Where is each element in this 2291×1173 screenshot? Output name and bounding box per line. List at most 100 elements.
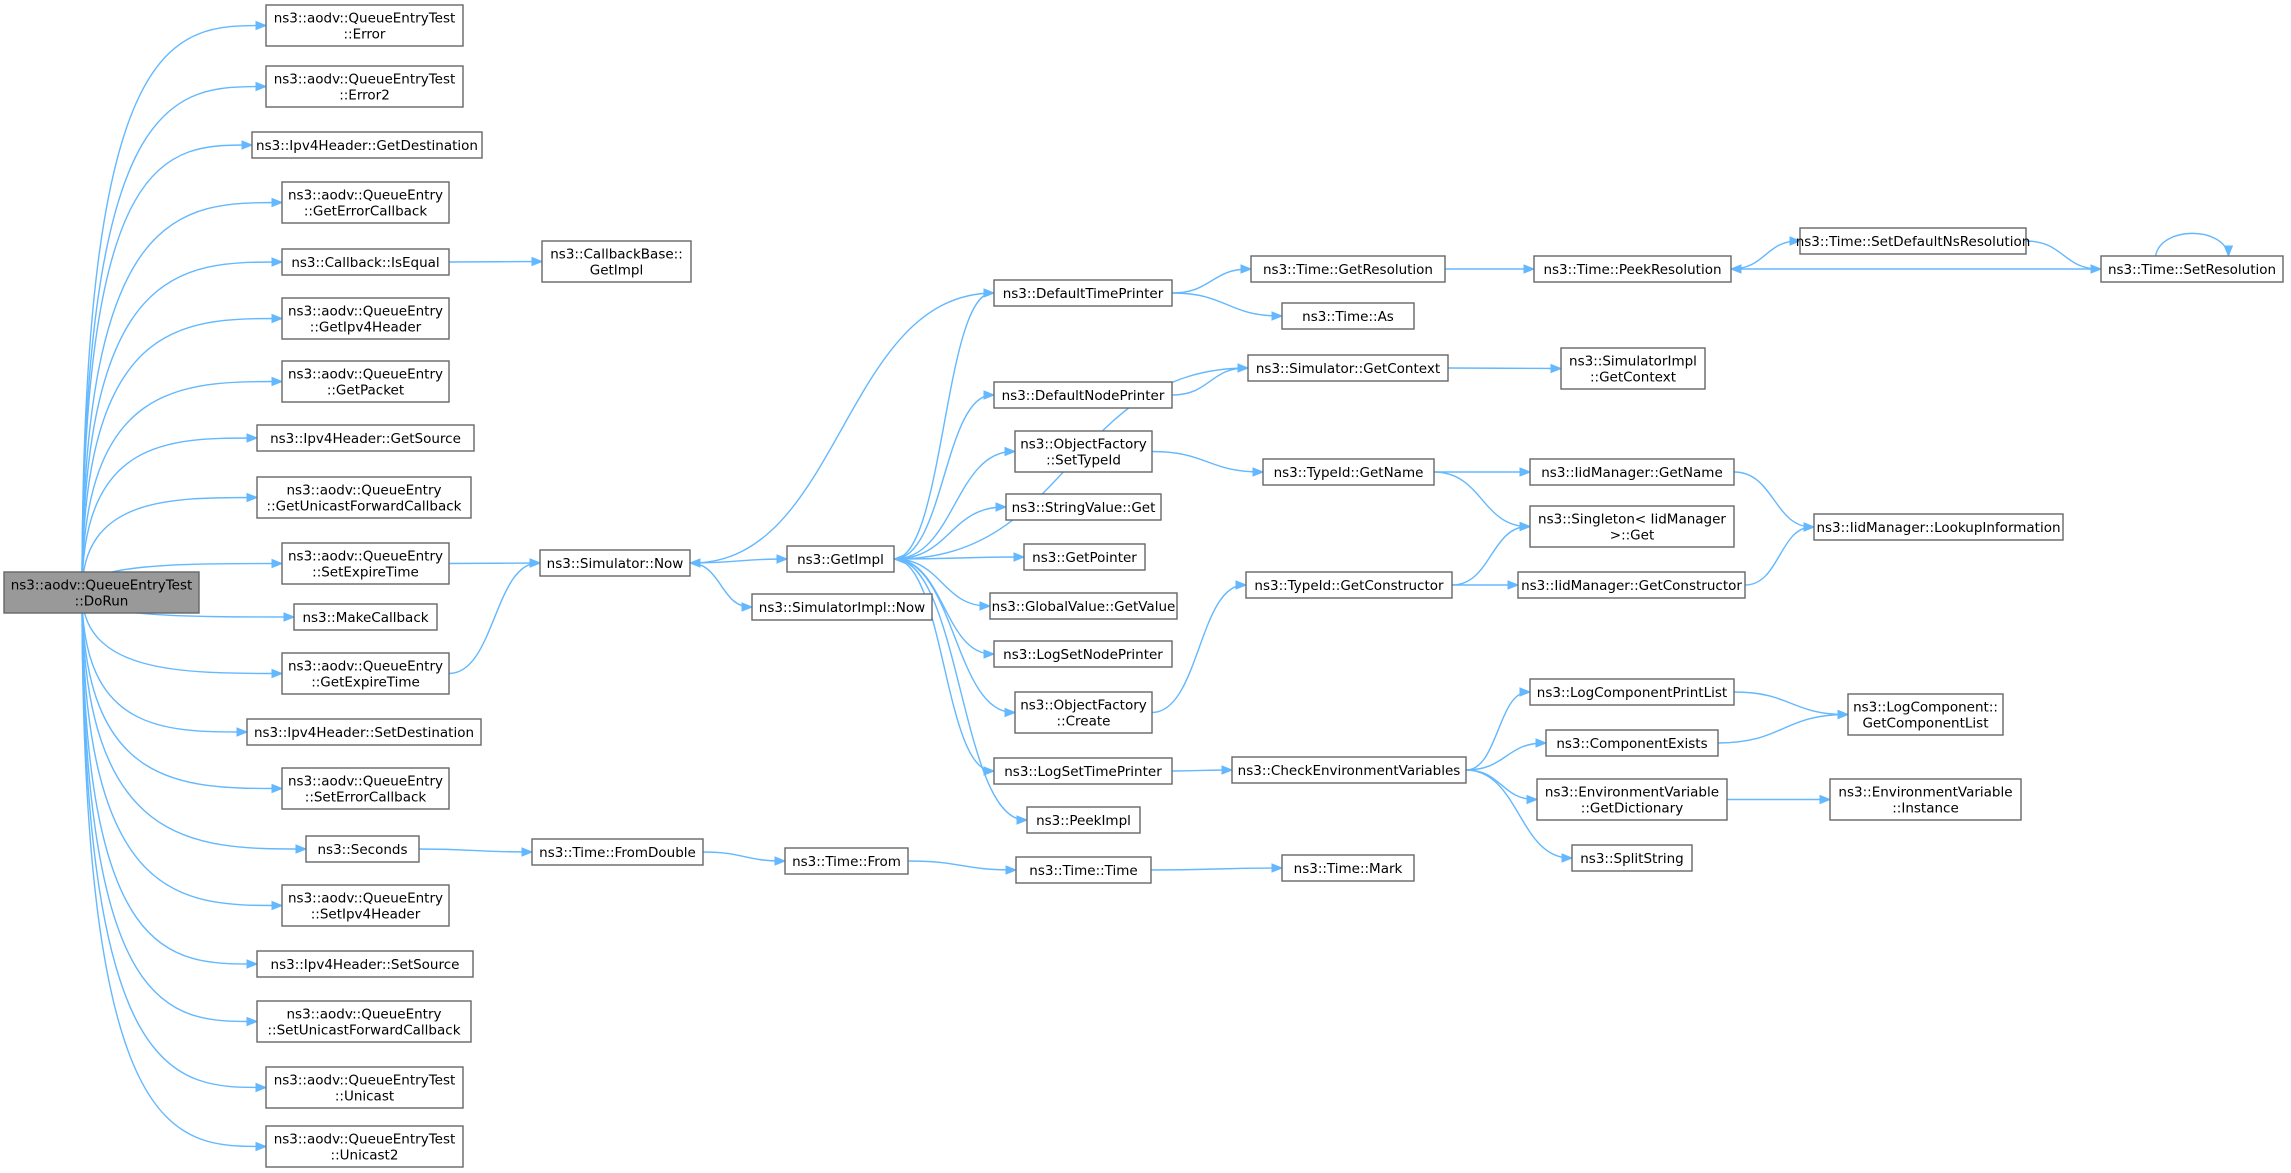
edge-of-settypeid-to-typeid-getname: [1151, 450, 1265, 477]
node-ipv4-setdest[interactable]: ns3::Ipv4Header::SetDestination: [246, 718, 482, 746]
node-root[interactable]: ns3::aodv::QueueEntryTest::DoRun: [3, 571, 200, 614]
node-time-setres[interactable]: ns3::Time::SetResolution: [2100, 255, 2284, 283]
node-makecb[interactable]: ns3::MakeCallback: [293, 603, 438, 631]
node-time-peekres[interactable]: ns3::Time::PeekResolution: [1533, 255, 1732, 283]
node-qe-getucb[interactable]: ns3::aodv::QueueEntry::GetUnicastForward…: [256, 476, 472, 519]
node-seconds[interactable]: ns3::Seconds: [305, 835, 420, 863]
node-time-fromdouble[interactable]: ns3::Time::FromDouble: [531, 838, 704, 866]
node-deftimeprinter[interactable]: ns3::DefaultTimePrinter: [993, 279, 1173, 307]
node-logsettimeprinter[interactable]: ns3::LogSetTimePrinter: [993, 757, 1173, 785]
edge-line: [893, 558, 989, 607]
node-label-line: ns3::Ipv4Header::SetSource: [271, 957, 460, 973]
node-qe-getpacket[interactable]: ns3::aodv::QueueEntry::GetPacket: [281, 360, 450, 403]
node-logsetnodeprinter[interactable]: ns3::LogSetNodePrinter: [993, 640, 1173, 668]
arrowhead-icon: [1519, 467, 1532, 477]
edge-root-to-qe-seterrcb: [81, 592, 284, 794]
node-qet-unicast2[interactable]: ns3::aodv::QueueEntryTest::Unicast2: [265, 1125, 464, 1168]
node-time-setdefns[interactable]: ns3::Time::SetDefaultNsResolution: [1796, 227, 2031, 255]
node-cbbase-getimpl[interactable]: ns3::CallbackBase::GetImpl: [541, 240, 692, 283]
node-gv-getvalue[interactable]: ns3::GlobalValue::GetValue: [989, 592, 1178, 620]
node-qet-error[interactable]: ns3::aodv::QueueEntryTest::Error: [265, 4, 464, 47]
node-label-line: >::Get: [1610, 528, 1654, 544]
node-qe-setipv4[interactable]: ns3::aodv::QueueEntry::SetIpv4Header: [281, 884, 450, 927]
node-stringvalue-get[interactable]: ns3::StringValue::Get: [1005, 493, 1162, 521]
arrowhead-icon: [271, 668, 284, 679]
node-splitstring[interactable]: ns3::SplitString: [1571, 844, 1693, 872]
node-time-getres[interactable]: ns3::Time::GetResolution: [1250, 255, 1446, 283]
node-box: [281, 248, 450, 276]
edge-line: [907, 860, 1015, 871]
node-label-line: ns3::MakeCallback: [302, 610, 428, 626]
node-box: [256, 424, 475, 452]
edge-line: [81, 592, 256, 965]
node-label-line: ::GetExpireTime: [311, 675, 420, 691]
arrowhead-icon: [271, 257, 284, 267]
edge-line: [893, 506, 1005, 560]
node-typeid-getctor[interactable]: ns3::TypeId::GetConstructor: [1245, 571, 1453, 599]
node-simimpl-now[interactable]: ns3::SimulatorImpl::Now: [751, 593, 933, 621]
node-box: [251, 131, 483, 159]
node-qe-seterrcb[interactable]: ns3::aodv::QueueEntry::SetErrorCallback: [281, 767, 450, 810]
node-qe-setucb[interactable]: ns3::aodv::QueueEntry::SetUnicastForward…: [256, 1000, 472, 1043]
node-compexists[interactable]: ns3::ComponentExists: [1545, 729, 1719, 757]
node-envvar-instance[interactable]: ns3::EnvironmentVariable::Instance: [1829, 778, 2022, 821]
node-checkenv[interactable]: ns3::CheckEnvironmentVariables: [1231, 756, 1467, 784]
node-of-create[interactable]: ns3::ObjectFactory::Create: [1014, 691, 1153, 734]
node-time-as[interactable]: ns3::Time::As: [1281, 302, 1415, 330]
node-ipv4-getsrc[interactable]: ns3::Ipv4Header::GetSource: [256, 424, 475, 452]
node-singleton-get[interactable]: ns3::Singleton< IidManager>::Get: [1529, 505, 1735, 548]
edge-time-getres-to-time-peekres: [1445, 264, 1536, 274]
edge-typeid-getname-to-iid-getname: [1434, 467, 1532, 477]
node-defnodeprinter[interactable]: ns3::DefaultNodePrinter: [993, 381, 1173, 409]
node-time-from[interactable]: ns3::Time::From: [784, 847, 909, 875]
edge-line: [893, 394, 993, 560]
arrowhead-icon: [241, 140, 254, 150]
node-iid-getname[interactable]: ns3::IidManager::GetName: [1529, 458, 1735, 486]
node-box: [246, 718, 482, 746]
arrowhead-icon: [246, 433, 259, 443]
node-box: [281, 181, 450, 224]
node-qe-getexp[interactable]: ns3::aodv::QueueEntry::GetExpireTime: [281, 652, 450, 695]
node-logcompprintlist[interactable]: ns3::LogComponentPrintList: [1529, 678, 1735, 706]
node-label-line: ns3::StringValue::Get: [1012, 500, 1156, 516]
node-ipv4-getdest[interactable]: ns3::Ipv4Header::GetDestination: [251, 131, 483, 159]
edge-line: [893, 558, 1014, 714]
node-iid-getctor[interactable]: ns3::IidManager::GetConstructor: [1517, 571, 1746, 599]
node-qe-setexp[interactable]: ns3::aodv::QueueEntry::SetExpireTime: [281, 542, 450, 585]
edge-root-to-qe-setucb: [81, 592, 259, 1027]
node-qe-geterrcb[interactable]: ns3::aodv::QueueEntry::GetErrorCallback: [281, 181, 450, 224]
node-peekimpl[interactable]: ns3::PeekImpl: [1026, 806, 1141, 834]
node-label-line: ns3::LogSetNodePrinter: [1003, 647, 1163, 663]
node-box: [1529, 505, 1735, 548]
node-simimpl-getcontext[interactable]: ns3::SimulatorImpl::GetContext: [1560, 347, 1706, 390]
node-envvar-getdict[interactable]: ns3::EnvironmentVariable::GetDictionary: [1536, 778, 1728, 821]
node-getimpl[interactable]: ns3::GetImpl: [786, 545, 895, 573]
edge-getimpl-to-of-settypeid: [893, 446, 1017, 560]
node-box: [1014, 691, 1153, 734]
edge-line: [81, 201, 281, 593]
node-iid-lookupinfo[interactable]: ns3::IidManager::LookupInformation: [1813, 513, 2064, 541]
node-logcomp-getlist[interactable]: ns3::LogComponent::GetComponentList: [1847, 693, 2004, 736]
node-label-line: ::Unicast: [335, 1089, 394, 1105]
node-sim-now[interactable]: ns3::Simulator::Now: [539, 549, 691, 577]
node-time-mark[interactable]: ns3::Time::Mark: [1281, 854, 1415, 882]
node-sim-getcontext[interactable]: ns3::Simulator::GetContext: [1247, 354, 1449, 382]
node-cb-isequal[interactable]: ns3::Callback::IsEqual: [281, 248, 450, 276]
node-getpointer[interactable]: ns3::GetPointer: [1023, 543, 1146, 571]
node-qet-error2[interactable]: ns3::aodv::QueueEntryTest::Error2: [265, 65, 464, 108]
node-of-settypeid[interactable]: ns3::ObjectFactory::SetTypeId: [1014, 430, 1153, 473]
arrowhead-icon: [271, 558, 284, 569]
node-label-line: ns3::LogComponentPrintList: [1537, 685, 1727, 701]
node-qet-unicast[interactable]: ns3::aodv::QueueEntryTest::Unicast: [265, 1066, 464, 1109]
node-box: [281, 360, 450, 403]
edge-line: [1433, 471, 1529, 528]
arrowhead-icon: [271, 313, 284, 324]
node-label-line: GetComponentList: [1862, 716, 1988, 732]
edge-checkenv-to-logcompprintlist: [1465, 687, 1532, 771]
node-typeid-getname[interactable]: ns3::TypeId::GetName: [1262, 458, 1435, 486]
edge-line: [1150, 867, 1281, 871]
node-box: [993, 381, 1173, 409]
node-ipv4-setsrc[interactable]: ns3::Ipv4Header::SetSource: [256, 950, 474, 978]
node-time-time[interactable]: ns3::Time::Time: [1015, 856, 1152, 884]
node-qe-getipv4[interactable]: ns3::aodv::QueueEntry::GetIpv4Header: [281, 297, 450, 340]
